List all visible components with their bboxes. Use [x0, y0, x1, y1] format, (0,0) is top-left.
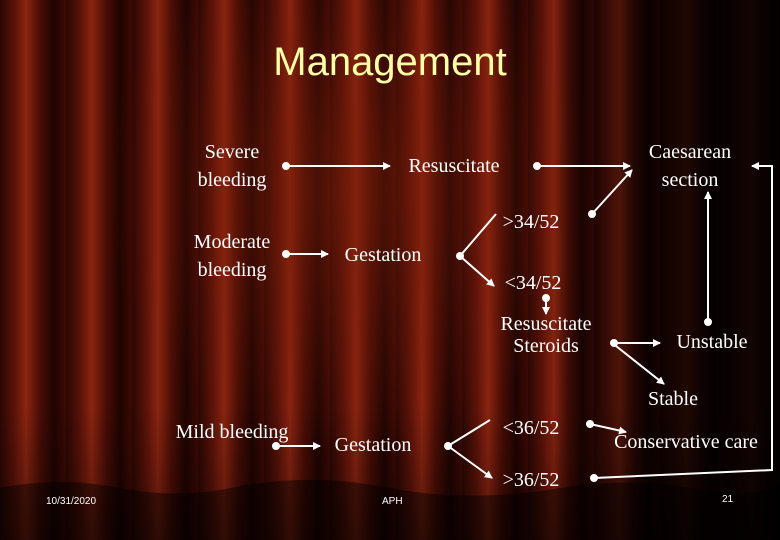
node-conservative-care: Conservative care — [596, 428, 776, 456]
node-mild-bleeding: Mild bleeding — [158, 418, 306, 446]
node-gestation-moderate: Gestation — [326, 241, 440, 269]
arrow-gt34-to-caesarean — [592, 170, 632, 214]
dot-gestation-moderate — [457, 253, 464, 260]
node-resuscitate: Resuscitate — [392, 152, 516, 180]
stage-floor-drape — [0, 480, 780, 540]
node-gt-36-weeks: >36/52 — [490, 466, 572, 494]
node-lt-34-weeks: <34/52 — [492, 269, 574, 297]
dot-gt34 — [589, 211, 596, 218]
dot-resuscitate — [534, 163, 541, 170]
node-caesarean-section: Caesarean section — [632, 138, 748, 194]
node-moderate-bleeding: Moderate bleeding — [180, 228, 284, 284]
footer-date: 10/31/2020 — [46, 496, 96, 507]
node-lt-36-weeks: <36/52 — [490, 414, 572, 442]
node-severe-bleeding: Severe bleeding — [180, 138, 284, 194]
dot-gestation-mild — [445, 443, 452, 450]
dot-unstable — [705, 319, 712, 326]
dot-gt36 — [591, 475, 598, 482]
node-stable: Stable — [633, 385, 713, 413]
node-gestation-mild: Gestation — [318, 431, 428, 459]
dot-steroids — [611, 340, 618, 347]
slide-title: Management — [240, 40, 540, 85]
node-resuscitate-steroids: Resuscitate Steroids — [482, 313, 610, 357]
footer-page-number: 21 — [722, 494, 733, 505]
arrow-gestation-to-36 — [448, 420, 492, 478]
arrow-steroids-to-stable — [616, 346, 664, 384]
footer-center: APH — [382, 496, 403, 507]
node-gt-34-weeks: >34/52 — [490, 208, 572, 236]
node-unstable: Unstable — [662, 328, 762, 356]
dot-lt36 — [587, 421, 594, 428]
